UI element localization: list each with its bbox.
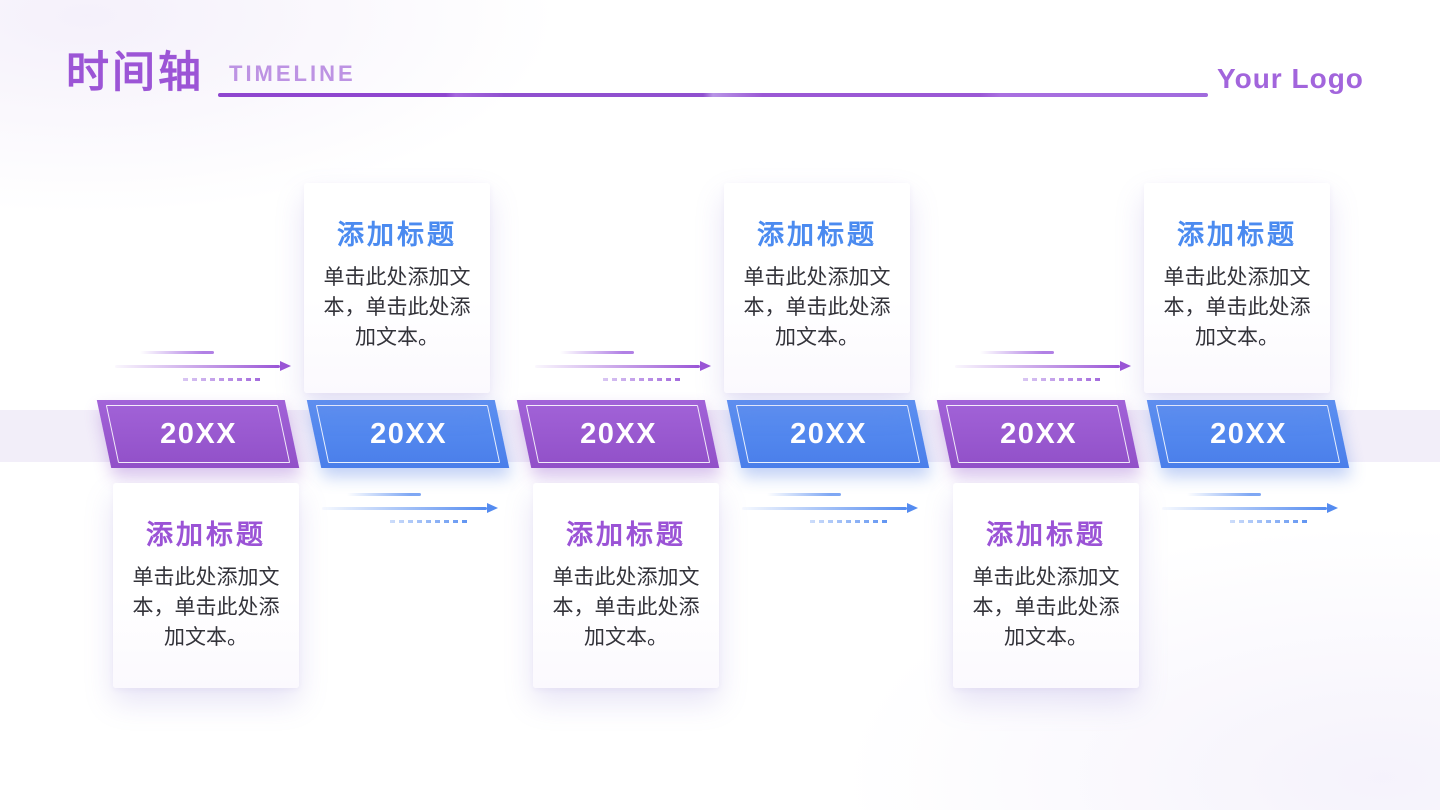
page-title[interactable]: 时间轴 xyxy=(66,49,204,97)
arrow-decoration xyxy=(742,493,920,525)
page-subtitle[interactable]: TIMELINE xyxy=(229,61,356,86)
arrow-line-short xyxy=(140,351,214,354)
badge-year-label: 20XX xyxy=(1209,417,1287,450)
card-title: 添加标题 xyxy=(146,520,266,550)
arrow-line-main xyxy=(535,361,711,370)
badge-year-label: 20XX xyxy=(999,417,1077,450)
card-title: 添加标题 xyxy=(986,520,1106,550)
card-body: 单击此处添加文本，单击此处添加文本。 xyxy=(1163,266,1311,349)
header-underline xyxy=(218,93,1208,97)
badge-year-label: 20XX xyxy=(789,417,867,450)
card-title: 添加标题 xyxy=(566,520,686,550)
arrow-line-short xyxy=(560,351,634,354)
arrow-line-main xyxy=(322,503,498,512)
card-title: 添加标题 xyxy=(757,220,877,250)
badge-year-label: 20XX xyxy=(579,417,657,450)
year-badge[interactable]: 20XX xyxy=(936,400,1140,468)
arrow-line-short xyxy=(767,493,841,496)
arrow-line-short xyxy=(980,351,1054,354)
year-badge[interactable]: 20XX xyxy=(96,400,300,468)
arrow-line-short xyxy=(347,493,421,496)
arrow-line-dashed xyxy=(810,520,890,523)
year-badge[interactable]: 20XX xyxy=(726,400,930,468)
arrow-line-main xyxy=(955,361,1131,370)
arrow-decoration xyxy=(535,351,713,383)
year-badge[interactable]: 20XX xyxy=(516,400,720,468)
year-badge[interactable]: 20XX xyxy=(1146,400,1350,468)
badge-year-label: 20XX xyxy=(159,417,237,450)
timeline-card[interactable]: 添加标题 单击此处添加文本，单击此处添加文本。 xyxy=(113,483,299,688)
logo-text[interactable]: Your Logo xyxy=(1217,63,1364,94)
timeline-card[interactable]: 添加标题 单击此处添加文本，单击此处添加文本。 xyxy=(1144,183,1330,393)
arrow-decoration xyxy=(1162,493,1340,525)
card-body: 单击此处添加文本，单击此处添加文本。 xyxy=(743,266,891,349)
timeline-card[interactable]: 添加标题 单击此处添加文本，单击此处添加文本。 xyxy=(304,183,490,393)
card-body: 单击此处添加文本，单击此处添加文本。 xyxy=(552,566,700,649)
timeline-card[interactable]: 添加标题 单击此处添加文本，单击此处添加文本。 xyxy=(724,183,910,393)
card-title: 添加标题 xyxy=(337,220,457,250)
arrow-line-main xyxy=(1162,503,1338,512)
arrow-line-main xyxy=(742,503,918,512)
badge-year-label: 20XX xyxy=(369,417,447,450)
arrow-line-short xyxy=(1187,493,1261,496)
card-body: 单击此处添加文本，单击此处添加文本。 xyxy=(972,566,1120,649)
card-body: 单击此处添加文本，单击此处添加文本。 xyxy=(132,566,280,649)
card-title: 添加标题 xyxy=(1177,220,1297,250)
arrow-decoration xyxy=(322,493,500,525)
arrow-decoration xyxy=(955,351,1133,383)
arrow-line-dashed xyxy=(1023,378,1103,381)
timeline-card[interactable]: 添加标题 单击此处添加文本，单击此处添加文本。 xyxy=(953,483,1139,688)
arrow-line-dashed xyxy=(603,378,683,381)
arrow-line-dashed xyxy=(183,378,263,381)
arrow-decoration xyxy=(115,351,293,383)
year-badge[interactable]: 20XX xyxy=(306,400,510,468)
arrow-line-main xyxy=(115,361,291,370)
timeline-card[interactable]: 添加标题 单击此处添加文本，单击此处添加文本。 xyxy=(533,483,719,688)
card-body: 单击此处添加文本，单击此处添加文本。 xyxy=(323,266,471,349)
arrow-line-dashed xyxy=(1230,520,1310,523)
arrow-line-dashed xyxy=(390,520,470,523)
